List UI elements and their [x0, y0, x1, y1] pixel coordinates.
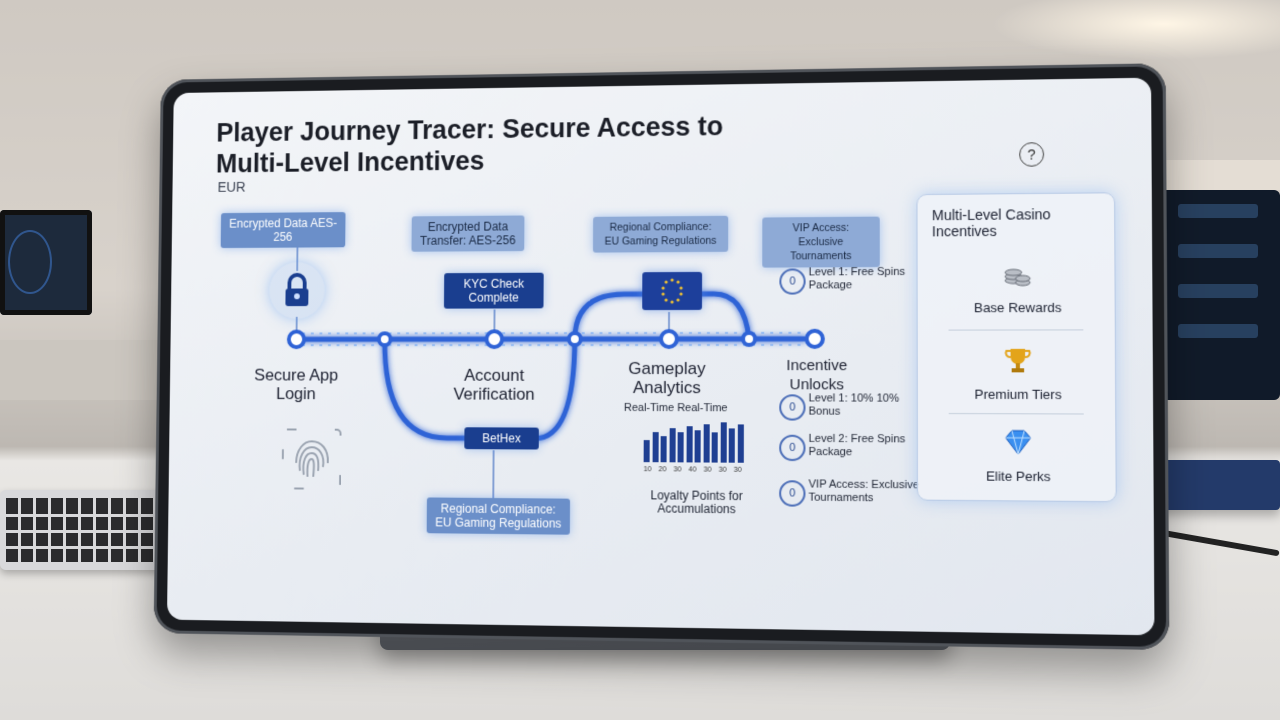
node-label-unlocks: Incentive Unlocks [786, 357, 848, 394]
realtime-bar [694, 430, 701, 463]
realtime-bar [720, 422, 727, 463]
node-analytics [658, 328, 678, 349]
tablet-screen: Player Journey Tracer: Secure Access to … [166, 77, 1155, 636]
tier-label: Elite Perks [985, 468, 1051, 485]
eu-flag-icon [642, 271, 703, 311]
tier-elite[interactable]: Elite Perks [940, 418, 1096, 493]
pen [1160, 529, 1280, 557]
tier-base-rewards[interactable]: Base Rewards [940, 250, 1096, 324]
tier-label: Premium Tiers [974, 386, 1062, 403]
realtime-bar [677, 432, 684, 463]
background-server-display [1160, 190, 1280, 400]
tag-encrypted-transfer: Encrypted Data Transfer: AES-256 [411, 215, 525, 252]
trophy-icon [1002, 345, 1033, 376]
panel-title: Multi-Level Casino Incentives [931, 206, 1051, 240]
lock-icon [269, 262, 325, 319]
monitor-glow [8, 230, 52, 294]
bar-label: 40 [688, 466, 697, 474]
unlock-item-label: Level 2: Free Spins Package [808, 432, 906, 459]
tag-kyc-check: KYC Check Complete [443, 272, 544, 309]
unlock-coin-icon: 0 [779, 394, 806, 421]
flow-dash-top [294, 333, 805, 334]
node-branch-1 [379, 333, 391, 345]
bar-label: 30 [673, 466, 682, 474]
key-row-gap [0, 530, 168, 533]
bar-label: 30 [733, 466, 742, 474]
node-label-analytics: Gameplay Analytics [628, 358, 706, 398]
server-row [1178, 284, 1258, 298]
realtime-bar [686, 426, 693, 463]
node-login [289, 332, 304, 348]
realtime-bar-chart [643, 422, 744, 463]
key-row-gap [0, 546, 168, 549]
node-branch-2 [569, 333, 581, 345]
unlock-item-label: Level 1: 10% 10% Bonus [808, 392, 900, 418]
tag-regional-compliance-bottom: Regional Compliance: EU Gaming Regulatio… [426, 497, 571, 535]
background-monitor [0, 210, 92, 315]
tier-premium[interactable]: Premium Tiers [940, 337, 1096, 411]
realtime-bar [643, 440, 650, 463]
unlock-coin-icon: 0 [779, 480, 806, 507]
ceiling-light [990, 0, 1280, 60]
coins-icon [1002, 258, 1033, 289]
realtime-bar [728, 428, 735, 463]
realtime-bar [703, 424, 710, 463]
bar-label: 20 [658, 466, 667, 474]
bar-label: 30 [718, 466, 727, 474]
unlock-coin-icon: 0 [779, 434, 806, 462]
realtime-bar [737, 424, 744, 463]
panel-divider [948, 413, 1084, 415]
tag-betflex: BetHex [464, 427, 539, 450]
realtime-bar [669, 428, 676, 463]
tier-label: Base Rewards [973, 299, 1062, 316]
realtime-bar [660, 436, 667, 463]
loyalty-points-label: Loyalty Points for Accumulations [650, 488, 743, 517]
node-verification [486, 331, 502, 347]
unlock-item-label: Level 1: Free Spins Package [808, 265, 906, 292]
realtime-bar [652, 432, 659, 463]
tag-regional-compliance-top: Regional Compliance: EU Gaming Regulatio… [592, 215, 729, 253]
incentives-panel: Multi-Level Casino Incentives Base Rewar… [916, 192, 1117, 503]
tablet-device: Player Journey Tracer: Secure Access to … [153, 63, 1170, 651]
unlock-item-label: VIP Access: Exclusive Tournaments [808, 478, 919, 505]
fingerprint-icon[interactable] [281, 427, 343, 490]
server-row [1178, 244, 1258, 258]
server-row [1178, 324, 1258, 338]
journey-flow-lines [167, 78, 1155, 636]
keyboard [0, 490, 168, 570]
panel-divider [948, 329, 1084, 331]
node-label-login: Secure App Login [254, 365, 339, 404]
node-label-verification: Account Verification [453, 365, 535, 404]
server-row [1178, 204, 1258, 218]
desk-surface [0, 340, 160, 400]
tag-encrypted-data: Encrypted Data AES-256 [220, 212, 346, 249]
key-row-gap [0, 514, 168, 517]
bar-label: 30 [703, 466, 712, 474]
bar-label: 10 [643, 466, 652, 474]
tag-vip-access: VIP Access: Exclusive Tournaments [762, 216, 880, 268]
node-branch-3 [743, 333, 755, 345]
diamond-icon [1003, 427, 1034, 458]
realtime-bar [711, 432, 718, 463]
node-unlocks [807, 331, 823, 347]
unlock-coin-icon: 0 [779, 268, 806, 295]
realtime-label: Real-Time Real-Time [623, 401, 728, 415]
